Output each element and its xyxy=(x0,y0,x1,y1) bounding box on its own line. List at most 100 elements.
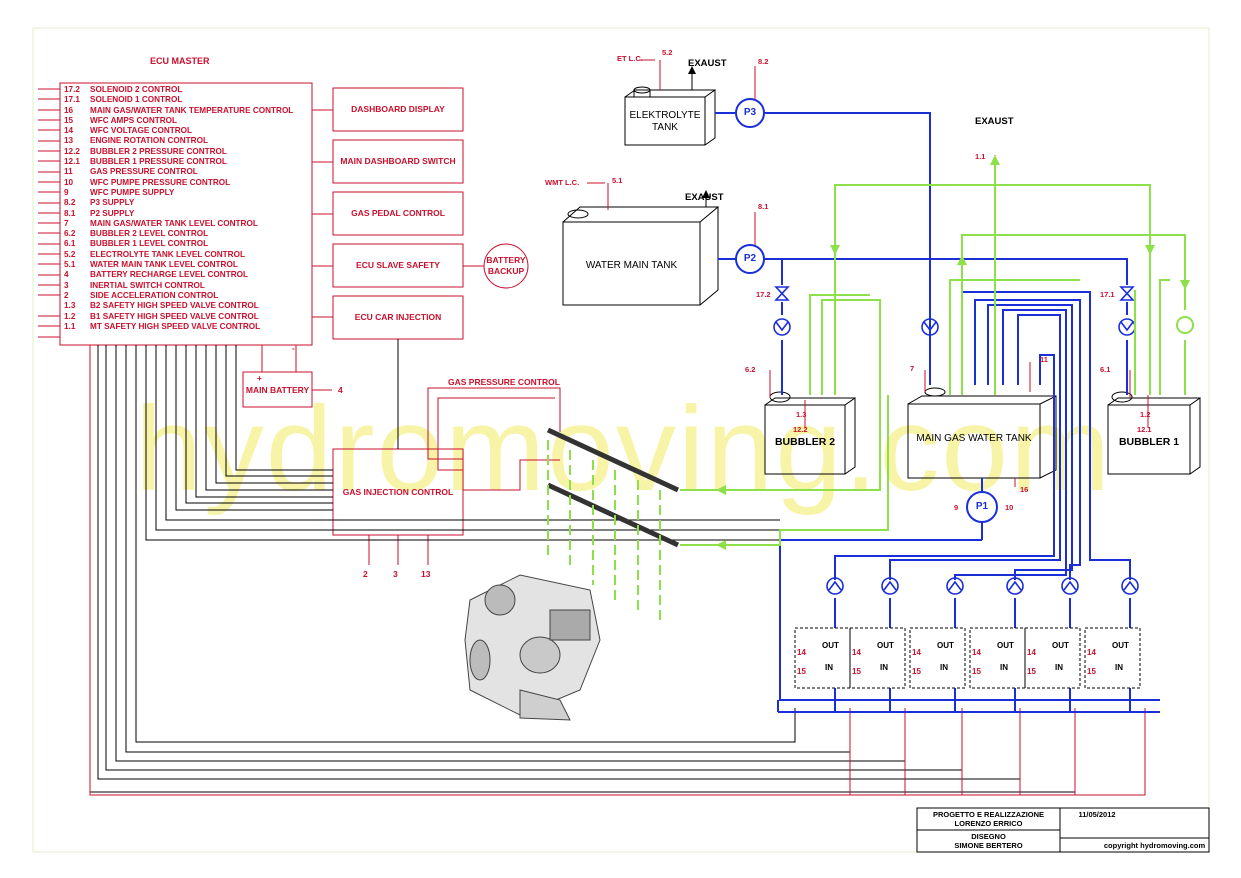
ref-5-1: 5.1 xyxy=(612,176,623,185)
drawing-frame xyxy=(32,27,1210,853)
gas-pedal-control-box: GAS PEDAL CONTROL xyxy=(351,208,445,218)
tb-date: 11/05/2012 xyxy=(1078,810,1116,819)
tb-line4: SIMONE BERTERO xyxy=(954,841,1023,850)
gas-injection-pin-3: 3 xyxy=(393,569,398,579)
bubbler2-shape xyxy=(764,391,856,475)
ref-16: 16 xyxy=(1020,485,1029,494)
water-main-tank-shape xyxy=(562,195,719,306)
tb-line2: LORENZO ERRICO xyxy=(954,819,1023,828)
cell-15-label: 15 xyxy=(852,667,861,676)
cell-15-label: 15 xyxy=(972,667,981,676)
bubbler1-label: BUBBLER 1 xyxy=(1118,436,1180,448)
cell-14-label: 14 xyxy=(1087,648,1096,657)
ref-12-2: 12.2 xyxy=(793,425,808,434)
ecu-car-injection-box: ECU CAR INJECTION xyxy=(354,312,442,322)
red-supply-wire xyxy=(89,345,1146,796)
ecu-row-num: 8.1 xyxy=(64,208,76,218)
bubbler2-label: BUBBLER 2 xyxy=(774,436,836,448)
green-check-valve xyxy=(1176,316,1194,334)
exaust-arrow-2 xyxy=(702,190,710,198)
ecu-row-label: WATER MAIN TANK LEVEL CONTROL xyxy=(90,260,238,270)
elektrolyte-tank-line2: TANK xyxy=(652,122,678,133)
cell-14-label: 14 xyxy=(1027,648,1036,657)
blue-lines xyxy=(715,112,1160,713)
cell-out-label: OUT xyxy=(1052,641,1069,650)
ecu-row-num: 1.1 xyxy=(64,321,76,331)
ecu-row-num: 6.1 xyxy=(64,239,76,249)
ref-6-1: 6.1 xyxy=(1100,365,1111,374)
ecu-row-label: BUBBLER 1 LEVEL CONTROL xyxy=(90,239,209,249)
ecu-row-num: 9 xyxy=(64,187,69,197)
ecu-row-num: 2 xyxy=(64,290,69,300)
cell-out-label: OUT xyxy=(877,641,894,650)
gas-injection-shape xyxy=(332,387,561,565)
pump-circles xyxy=(735,98,998,523)
cell-out-label: OUT xyxy=(937,641,954,650)
gas-injection-pin-2: 2 xyxy=(363,569,368,579)
ref-9: 9 xyxy=(954,503,959,512)
exaust-label-1: EXAUST xyxy=(688,58,727,69)
fuel-rails xyxy=(546,427,680,548)
cell-15-label: 15 xyxy=(797,667,806,676)
cell-boxes xyxy=(794,627,1141,689)
ecu-row: 4 BATTERY RECHARGE LEVEL CONTROL xyxy=(64,270,293,280)
ecu-row-label: B1 SAFETY HIGH SPEED VALVE CONTROL xyxy=(90,311,259,321)
cell-in-label: IN xyxy=(825,663,833,672)
cell-in-label: IN xyxy=(880,663,888,672)
ref-17-2: 17.2 xyxy=(756,290,771,299)
main-battery-shape xyxy=(242,345,332,408)
green-lines xyxy=(680,165,1186,546)
tb-line3: DISEGNO xyxy=(971,832,1006,841)
exaust-label-2: EXAUST xyxy=(685,192,724,203)
ecu-left-stubs xyxy=(38,88,60,338)
cell-15-label: 15 xyxy=(912,667,921,676)
ecu-row-label: BATTERY RECHARGE LEVEL CONTROL xyxy=(90,270,248,280)
injector-lines xyxy=(547,440,661,625)
ecu-row-num: 10 xyxy=(64,177,74,187)
cell-out-label: OUT xyxy=(822,641,839,650)
main-gas-water-tank-label: MAIN GAS WATER TANK xyxy=(916,433,1032,444)
bubbler1-shape xyxy=(1107,391,1201,475)
battery-backup-line2: BACKUP xyxy=(487,266,525,276)
ecu-row-label: BUBBLER 2 PRESSURE CONTROL xyxy=(90,146,227,156)
elektrolyte-tank-shape xyxy=(624,73,716,146)
ref-8-1: 8.1 xyxy=(758,202,769,211)
ecu-output-wires xyxy=(89,339,1076,793)
ecu-row-num: 4 xyxy=(64,270,69,280)
ecu-row-num: 3 xyxy=(64,280,69,290)
tb-line1: PROGETTO E REALIZZAZIONE xyxy=(932,810,1045,819)
water-main-tank-label: WATER MAIN TANK xyxy=(585,260,678,271)
ecu-row-num: 5.1 xyxy=(64,260,76,270)
tb-copyright: copyright hydromoving.com xyxy=(1103,841,1206,850)
ecu-row-label: SOLENOID 1 CONTROL xyxy=(90,95,183,105)
ecu-row-num: 16 xyxy=(64,105,74,115)
ecu-row-label: BUBBLER 1 PRESSURE CONTROL xyxy=(90,157,227,167)
wmt-level-label: WMT L.C. xyxy=(545,178,580,187)
cell-out-label: OUT xyxy=(997,641,1014,650)
ecu-row: 6.1 BUBBLER 1 LEVEL CONTROL xyxy=(64,239,293,249)
elektrolyte-tank-line1: ELEKTROLYTE xyxy=(629,110,701,121)
cell-14-label: 14 xyxy=(797,648,806,657)
gas-pressure-control-label: GAS PRESSURE CONTROL xyxy=(448,377,560,387)
ref-6-2: 6.2 xyxy=(745,365,756,374)
ref-11: 11 xyxy=(1040,355,1048,364)
main-dashboard-switch-box: MAIN DASHBOARD SWITCH xyxy=(340,156,456,166)
pump-p1-label: P1 xyxy=(975,501,989,512)
et-level-label: ET L.C. xyxy=(617,54,643,63)
battery-backup-line1: BATTERY xyxy=(486,255,526,265)
